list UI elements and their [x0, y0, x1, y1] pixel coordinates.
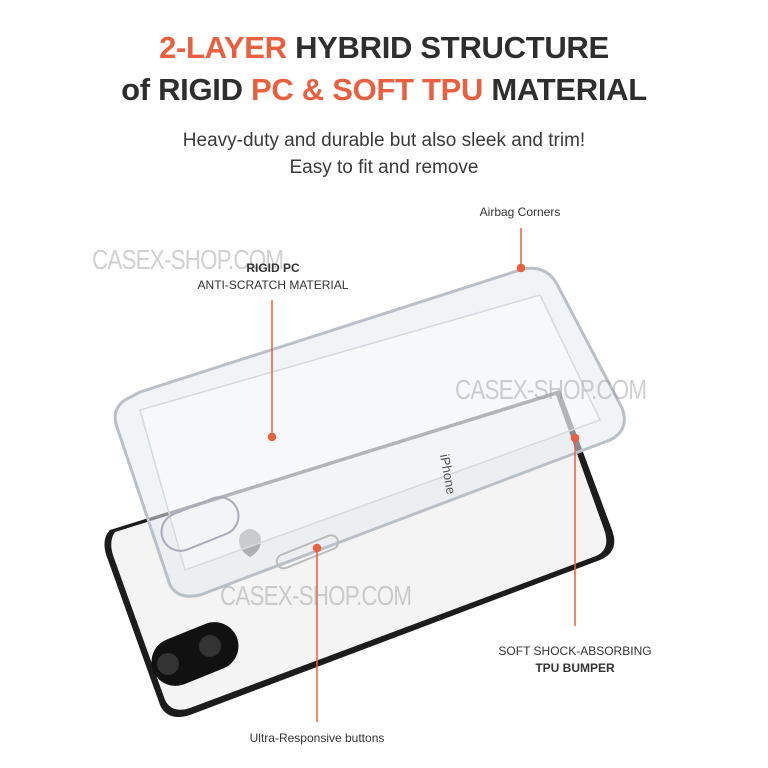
watermark: CASEX-SHOP.COM — [220, 580, 412, 611]
callout-buttons: Ultra-Responsive buttons — [249, 731, 385, 745]
watermark: CASEX-SHOP.COM — [92, 244, 284, 275]
callout-dot — [267, 432, 277, 442]
headline-text: HYBRID STRUCTURE — [286, 30, 609, 65]
headline-text: of RIGID — [121, 72, 252, 107]
subtitle-line-1: Heavy-duty and durable but also sleek an… — [182, 130, 586, 151]
callout-airbag-corners: Airbag Corners — [479, 205, 561, 219]
headline-accent: 2-LAYER — [159, 30, 287, 65]
headline-line-1: 2-LAYER HYBRID STRUCTURE — [0, 30, 768, 66]
headline-accent: PC & SOFT TPU — [251, 72, 484, 107]
callout-dot — [312, 543, 322, 553]
subtitle-line-2: Easy to fit and remove — [289, 157, 479, 178]
callout-tpu-subtitle: SOFT SHOCK-ABSORBING — [498, 644, 652, 658]
headline-line-2: of RIGID PC & SOFT TPU MATERIAL — [0, 72, 768, 108]
callout-tpu-title: TPU BUMPER — [535, 661, 615, 675]
callout-dot — [516, 263, 526, 273]
callout-rigid-pc-subtitle: ANTI-SCRATCH MATERIAL — [197, 278, 349, 292]
phone-brand-text: iPhone — [437, 453, 459, 495]
watermark: CASEX-SHOP.COM — [455, 374, 647, 405]
callout-rigid-pc-title: RIGID PC — [246, 261, 300, 275]
callout-dot — [570, 433, 580, 443]
headline-text: MATERIAL — [483, 72, 647, 107]
clear-case — [113, 266, 626, 598]
